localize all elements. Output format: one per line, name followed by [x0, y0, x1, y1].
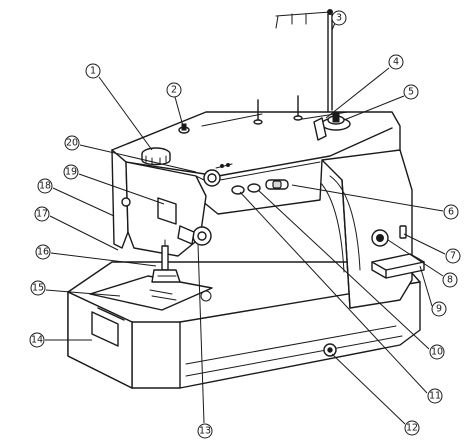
- callout-19-label: 19: [65, 167, 77, 178]
- needle-and-foot: [151, 239, 181, 283]
- callout-8-label: 8: [447, 275, 453, 286]
- callout-2-label: 2: [171, 85, 177, 96]
- thread-guide: [178, 123, 190, 134]
- callout-17: 17: [34, 206, 50, 222]
- accessory-box-face: [67, 291, 133, 389]
- callout-20: 20: [64, 135, 80, 151]
- callout-1-label: 1: [90, 66, 96, 77]
- callout-6: 6: [443, 204, 459, 220]
- callout-13-label: 13: [199, 426, 211, 437]
- base-front-knob: [323, 343, 337, 357]
- callout-14: 14: [29, 332, 45, 348]
- callout-3-label: 3: [336, 13, 342, 24]
- callout-17-label: 17: [36, 209, 48, 220]
- thread-stand: [275, 9, 333, 113]
- callout-11: 11: [427, 388, 443, 404]
- callout-4: 4: [388, 54, 404, 70]
- control-buttons: [231, 179, 289, 195]
- thread-cutter-knob: [177, 225, 212, 246]
- callout-11-label: 11: [429, 391, 441, 402]
- callout-20-label: 20: [66, 138, 78, 149]
- spool-pins: [253, 95, 303, 125]
- callout-8: 8: [442, 272, 458, 288]
- callout-7: 7: [445, 248, 461, 264]
- callout-3: 3: [331, 10, 347, 26]
- callout-13: 13: [197, 423, 213, 439]
- callout-16-label: 16: [37, 247, 49, 258]
- callout-5-label: 5: [408, 87, 414, 98]
- callout-16: 16: [35, 244, 51, 260]
- side-switch: [399, 225, 407, 239]
- callout-15-label: 15: [32, 283, 44, 294]
- callout-9-label: 9: [436, 304, 442, 315]
- callout-10-label: 10: [431, 347, 443, 358]
- callout-19: 19: [63, 164, 79, 180]
- callout-18: 18: [37, 178, 53, 194]
- callout-12-label: 12: [406, 423, 418, 434]
- pillar-knob: [371, 229, 389, 247]
- callout-12: 12: [404, 420, 420, 436]
- callout-15: 15: [30, 280, 46, 296]
- callout-2: 2: [166, 82, 182, 98]
- callout-9: 9: [431, 301, 447, 317]
- callout-5: 5: [403, 84, 419, 100]
- callout-10: 10: [429, 344, 445, 360]
- callout-18-label: 18: [39, 181, 51, 192]
- callout-4-label: 4: [393, 57, 399, 68]
- callout-6-label: 6: [448, 207, 454, 218]
- bobbin-winder: [313, 111, 351, 141]
- leader-lines: [45, 22, 446, 425]
- callout-1: 1: [85, 63, 101, 79]
- needle-plate: [89, 275, 213, 311]
- callout-14-label: 14: [31, 335, 43, 346]
- tension-dial: [203, 163, 233, 187]
- pressure-dial: [141, 147, 171, 166]
- callout-7-label: 7: [450, 251, 456, 262]
